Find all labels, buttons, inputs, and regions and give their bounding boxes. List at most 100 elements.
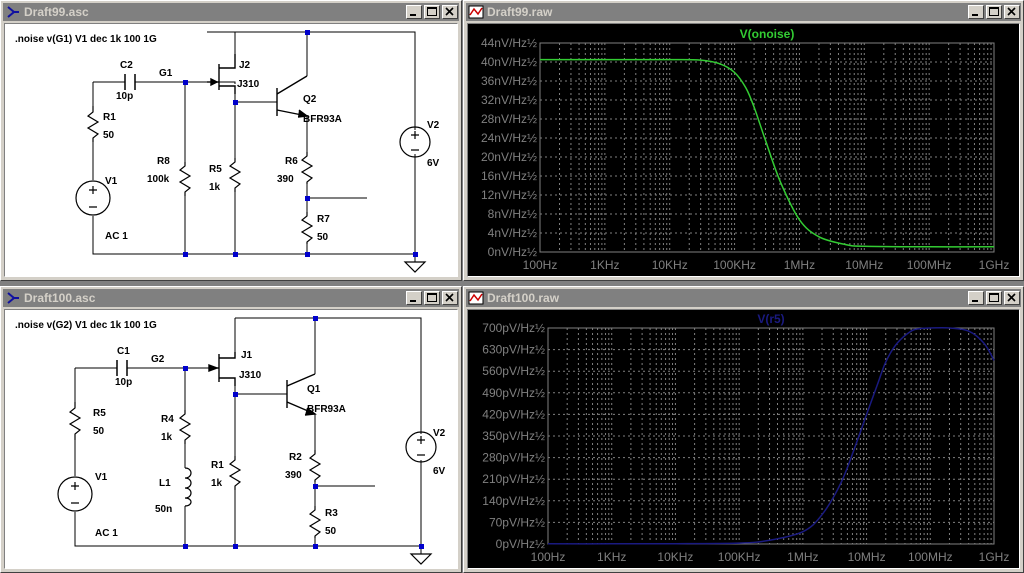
plot-frame	[547, 327, 995, 545]
label-r5: R5	[209, 164, 222, 175]
title-bar[interactable]: Draft99.raw	[466, 3, 1021, 21]
junction-nodes	[183, 30, 418, 257]
label-r5-value: 1k	[209, 182, 221, 193]
label-r1-value: 50	[103, 130, 115, 141]
label-q2: Q2	[303, 94, 317, 105]
spice-directive[interactable]: .noise v(G1) V1 dec 1k 100 1G	[15, 34, 157, 45]
maximize-button[interactable]	[986, 5, 1002, 19]
voltage-source-v2[interactable]	[399, 126, 431, 158]
title-bar[interactable]: Draft100.asc	[3, 289, 459, 307]
spice-directive[interactable]: .noise v(G2) V1 dec 1k 100 1G	[15, 320, 157, 331]
voltage-source-v2[interactable]	[405, 431, 437, 463]
y-tick-label: 40nV/Hz½	[481, 55, 537, 69]
resistor-r1[interactable]	[86, 106, 100, 142]
y-tick-label: 0nV/Hz½	[488, 245, 537, 259]
schematic-window-draft100[interactable]: Draft100.asc	[0, 286, 462, 573]
resistor-r5[interactable]	[68, 402, 82, 440]
resistor-r7[interactable]	[300, 212, 314, 244]
y-tick-label: 140pV/Hz½	[482, 494, 545, 508]
schematic-canvas[interactable]: .noise v(G2) V1 dec 1k 100 1G C1 10p G2 …	[4, 309, 458, 569]
label-r5: R5	[93, 408, 106, 419]
y-tick-label: 24nV/Hz½	[481, 131, 537, 145]
close-button[interactable]	[1004, 5, 1020, 19]
y-tick-label: 350pV/Hz½	[482, 429, 545, 443]
capacitor-c1[interactable]	[116, 360, 128, 376]
resistor-r1[interactable]	[228, 456, 242, 490]
maximize-icon	[427, 293, 437, 302]
label-net-g2: G2	[151, 354, 165, 365]
x-tick-label: 1KHz	[597, 550, 626, 564]
maximize-icon	[989, 7, 999, 16]
label-v2: V2	[433, 428, 446, 439]
title-bar[interactable]: Draft99.asc	[3, 3, 459, 21]
resistor-r6[interactable]	[300, 152, 314, 184]
maximize-button[interactable]	[424, 291, 440, 305]
capacitor-c2[interactable]	[124, 74, 136, 90]
maximize-button[interactable]	[424, 5, 440, 19]
minimize-button[interactable]	[406, 291, 422, 305]
jfet-j2[interactable]	[207, 54, 236, 94]
label-r7-value: 50	[317, 232, 329, 243]
label-v1-value: AC 1	[95, 528, 118, 539]
resistor-r4[interactable]	[178, 410, 192, 444]
close-button[interactable]	[442, 291, 458, 305]
schematic-window-draft99[interactable]: Draft99.asc	[0, 0, 462, 281]
x-tick-label: 10MHz	[845, 258, 883, 272]
schematic-app-icon	[7, 6, 19, 18]
x-tick-label: 10MHz	[848, 550, 886, 564]
label-v2: V2	[427, 120, 440, 131]
trace-v-onoise	[539, 58, 995, 248]
window-title: Draft100.asc	[24, 291, 96, 305]
title-bar[interactable]: Draft100.raw	[466, 289, 1021, 307]
waveform-app-icon	[468, 291, 484, 305]
y-tick-label: 28nV/Hz½	[481, 112, 537, 126]
label-r2-value: 390	[285, 470, 302, 481]
voltage-source-v1[interactable]	[75, 180, 111, 216]
inductor-l1[interactable]	[184, 467, 192, 507]
label-r7: R7	[317, 214, 330, 225]
label-v1-value: AC 1	[105, 231, 128, 242]
schematic-canvas[interactable]: .noise v(G1) V1 dec 1k 100 1G C2 10p G1 …	[4, 23, 458, 277]
y-tick-label: 36nV/Hz½	[481, 74, 537, 88]
window-title: Draft100.raw	[487, 291, 560, 305]
resistor-r3[interactable]	[308, 506, 322, 538]
bjt-q2[interactable]	[276, 75, 309, 118]
label-r3-value: 50	[325, 526, 337, 537]
label-c1: C1	[117, 346, 130, 357]
bjt-q1[interactable]	[286, 373, 317, 416]
resistor-r8[interactable]	[178, 162, 192, 196]
window-title: Draft99.asc	[24, 5, 89, 19]
maximize-button[interactable]	[986, 291, 1002, 305]
y-tick-label: 8nV/Hz½	[488, 207, 537, 221]
minimize-button[interactable]	[406, 5, 422, 19]
maximize-icon	[989, 293, 999, 302]
close-button[interactable]	[442, 5, 458, 19]
jfet-j1[interactable]	[208, 352, 236, 386]
minimize-icon	[972, 14, 978, 16]
x-tick-label: 1MHz	[787, 550, 818, 564]
resistor-r2[interactable]	[308, 450, 322, 482]
label-v2-value: 6V	[433, 466, 446, 477]
close-icon	[1007, 293, 1016, 302]
schematic-app-icon	[7, 292, 19, 304]
x-tick-label: 1MHz	[784, 258, 815, 272]
x-tick-label: 1GHz	[979, 258, 1010, 272]
resistor-r5[interactable]	[228, 158, 242, 192]
y-tick-label: 20nV/Hz½	[481, 150, 537, 164]
y-tick-label: 210pV/Hz½	[482, 472, 545, 486]
minimize-button[interactable]	[968, 5, 984, 19]
close-button[interactable]	[1004, 291, 1020, 305]
y-tick-label: 280pV/Hz½	[482, 451, 545, 465]
voltage-source-v1[interactable]	[57, 476, 93, 512]
ground-symbol	[409, 553, 433, 565]
label-j1-value: J310	[239, 370, 262, 381]
minimize-icon	[410, 14, 416, 16]
y-tick-label: 32nV/Hz½	[481, 93, 537, 107]
minimize-button[interactable]	[968, 291, 984, 305]
